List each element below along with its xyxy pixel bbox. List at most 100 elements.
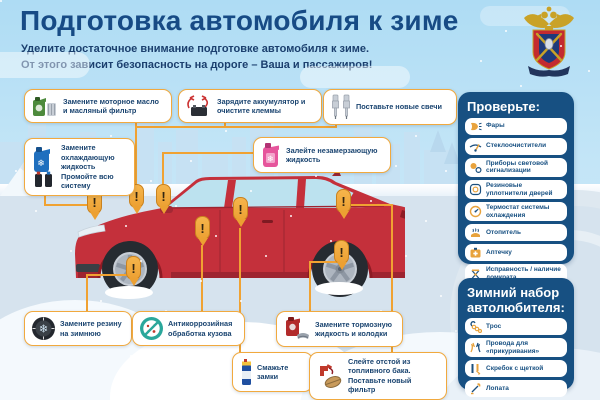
check-panel: Проверьте: Фары Стеклоочистители Приборы… <box>458 92 574 284</box>
cloud-shape <box>300 66 410 88</box>
check-item-heater: Отопитель <box>465 224 567 242</box>
kit-item-shovel: Лопата <box>465 380 567 398</box>
connector-line <box>239 228 241 353</box>
check-item-signal-lights: Приборы световой сигнализации <box>465 157 567 177</box>
connector-line <box>135 126 336 128</box>
warning-pin-fuel: ! <box>336 189 351 213</box>
callout-text: Антикоррозийная обработка кузова <box>168 319 233 338</box>
pin-exclamation: ! <box>200 220 205 236</box>
winter-kit-panel-title: Зимний набор автолюбителя: <box>467 285 565 315</box>
headlight-icon <box>469 120 482 133</box>
falling-snow <box>0 0 2 2</box>
callout-fuel-tank: Слейте отстой из топливного бака. Постав… <box>309 352 447 400</box>
pin-exclamation: ! <box>341 193 346 209</box>
kit-item-jumper-cables: Провода для «прикуривания» <box>465 338 567 358</box>
snow-clump <box>315 282 363 295</box>
check-item-thermostat: Термостат системы охлаждения <box>465 202 567 222</box>
winter-kit-panel: Зимний набор автолюбителя: Трос Провода … <box>458 278 574 398</box>
cloud-shape <box>480 6 570 26</box>
check-panel-title: Проверьте: <box>467 99 540 114</box>
coolant-bottle-icon: ❄ <box>31 145 57 189</box>
cloud-shape <box>0 52 90 78</box>
pin-exclamation: ! <box>161 188 166 204</box>
kit-item-label: Провода для «прикуривания» <box>486 340 540 355</box>
kit-item-scraper: Скребок с щеткой <box>465 360 567 378</box>
callout-spark-plugs: Поставьте новые свечи <box>323 89 457 125</box>
svg-text:❄: ❄ <box>37 159 45 169</box>
check-item-label: Аптечку <box>486 249 512 257</box>
first-aid-icon <box>469 246 482 259</box>
callout-text: Залейте незамерзающую жидкость <box>286 145 378 164</box>
callout-coolant: ❄ Замените охлаждающую жидкость Промойте… <box>24 138 135 196</box>
connector-line <box>201 245 203 312</box>
page-title: Подготовка автомобиля к зиме <box>20 5 459 36</box>
warning-pin-body: ! <box>195 216 210 240</box>
callout-anticorrosion: Антикоррозийная обработка кузова <box>132 311 245 346</box>
check-item-wipers: Стеклоочистители <box>465 137 567 155</box>
callout-text: Смажьте замки <box>257 362 289 381</box>
callout-text: Поставьте новые свечи <box>356 102 442 112</box>
brake-fluid-icon <box>283 316 311 342</box>
jumper-cables-icon <box>469 341 482 354</box>
callout-text: Замените моторное масло и масляный фильт… <box>63 96 159 115</box>
callout-washer-fluid: ❄ Залейте незамерзающую жидкость <box>253 137 391 173</box>
pin-exclamation: ! <box>131 260 136 276</box>
callout-engine-oil: Замените моторное масло и масляный фильт… <box>24 89 172 123</box>
callout-text: Замените охлаждающую жидкость Промойте в… <box>61 143 115 191</box>
warning-pin-rear-wheel: ! <box>334 240 349 264</box>
connector-line <box>86 274 88 312</box>
shovel-icon <box>469 382 482 395</box>
antifreeze-washer-icon: ❄ <box>260 142 282 168</box>
kit-item-label: Трос <box>486 322 502 330</box>
thermostat-icon <box>469 205 482 218</box>
connector-line <box>335 122 337 128</box>
tow-rope-icon <box>469 320 482 334</box>
pin-exclamation: ! <box>134 188 139 204</box>
callout-text: Слейте отстой из топливного бака. Постав… <box>348 357 412 395</box>
connector-line <box>224 122 226 128</box>
scraper-brush-icon <box>469 362 482 376</box>
check-item-first-aid: Аптечку <box>465 244 567 262</box>
pin-exclamation: ! <box>92 194 97 210</box>
heater-icon <box>469 226 482 239</box>
connector-line <box>44 204 93 206</box>
connector-line <box>391 204 393 353</box>
wiper-icon <box>469 140 482 153</box>
connector-line <box>162 152 164 188</box>
check-item-label: Резиновые уплотнители дверей <box>486 181 553 197</box>
fuel-filter-icon <box>316 362 344 390</box>
callout-text: Замените тормозную жидкость и колодки <box>315 319 392 338</box>
warning-pin-washer: ! <box>156 184 171 208</box>
callout-battery: Зарядите аккумулятор и очистите клеммы <box>178 89 322 123</box>
winter-tire-icon: ❄ <box>31 316 56 341</box>
snow-clump <box>105 286 153 299</box>
callout-locks: Смажьте замки <box>232 352 313 392</box>
svg-text:❄: ❄ <box>39 323 48 336</box>
page-subtitle: Уделите достаточное внимание подготовке … <box>21 42 372 74</box>
connector-line <box>349 204 393 206</box>
pin-exclamation: ! <box>238 201 243 217</box>
warning-pin-front-wheel: ! <box>126 256 141 280</box>
oil-canister-icon <box>31 94 59 118</box>
connector-line <box>135 122 137 188</box>
callout-brakes: Замените тормозную жидкость и колодки <box>276 311 403 347</box>
callout-winter-tires: ❄ Замените резину на зимнюю <box>24 311 132 346</box>
connector-line <box>86 274 128 276</box>
kit-item-label: Лопата <box>486 385 509 393</box>
anticorrosion-icon <box>139 316 164 341</box>
check-item-label: Приборы световой сигнализации <box>486 159 548 175</box>
svg-text:❄: ❄ <box>267 155 274 164</box>
check-item-label: Термостат системы охлаждения <box>486 204 550 219</box>
signal-lights-icon <box>469 161 482 174</box>
check-item-label: Исправность / наличие домкрата <box>486 266 561 281</box>
connector-line <box>309 261 311 312</box>
check-item-door-seals: Резиновые уплотнители дверей <box>465 179 567 200</box>
warning-pin-locks: ! <box>233 197 248 221</box>
check-item-label: Стеклоочистители <box>486 142 547 150</box>
subtitle-line: От этого зависит безопасность на дороге … <box>21 58 373 71</box>
lubricant-spray-icon <box>239 358 253 386</box>
connector-line <box>162 152 255 154</box>
kit-item-label: Скребок с щеткой <box>486 365 544 373</box>
check-item-label: Фары <box>486 122 505 130</box>
